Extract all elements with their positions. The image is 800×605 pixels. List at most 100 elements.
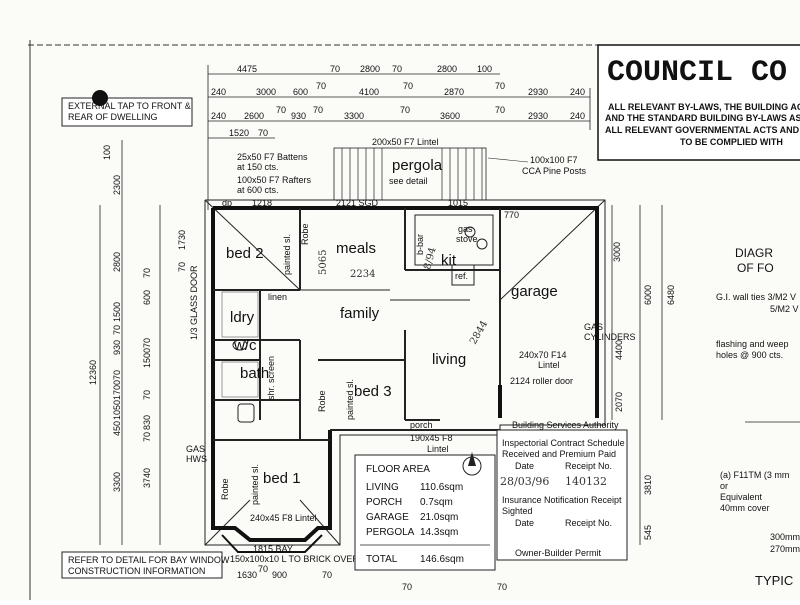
left-dim-label: 70: [142, 268, 152, 278]
top-dim-label: 4475: [237, 64, 257, 74]
f11tm-note-3: Equivalent: [720, 492, 763, 502]
left-dim-label: 600: [142, 290, 152, 305]
mm270-note: 270mm: [770, 544, 800, 554]
top-dim-label: 70: [316, 81, 326, 91]
rafters-note: 100x50 F7 Rafters: [237, 175, 312, 185]
external-tap-note: EXTERNAL TAP TO FRONT &: [68, 101, 191, 111]
detail-title: DIAGR: [735, 246, 773, 260]
schedule-receipt-value: 140132: [565, 475, 607, 488]
left-dim-label: 1730: [177, 230, 187, 250]
fridge-space: [451, 264, 475, 286]
pergola: pergola see detail: [333, 147, 487, 201]
flashing-note: flashing and weep: [716, 339, 789, 349]
right-dim-label: 6000: [643, 285, 653, 305]
robe-label: Robe: [220, 478, 230, 500]
right-dim-label: 4400: [614, 340, 624, 360]
room-label-garage: garage: [511, 283, 558, 300]
breakfast-bar-label: b-bar: [415, 234, 425, 255]
left-dim-label: 3740: [142, 468, 152, 488]
wall-ties-note-2: 5/M2 V: [770, 304, 799, 314]
posts-note: 100x100 F7: [530, 155, 578, 165]
porch-lintel-word: Lintel: [427, 444, 449, 454]
left-dim-label: 2800: [112, 252, 122, 272]
room-label-meals: meals: [336, 240, 376, 257]
floor-area-row-label: PERGOLA: [366, 527, 415, 538]
external-tap-note-box: [61, 97, 193, 127]
room-label-wc: w/c: [233, 337, 257, 354]
left-dim-label: 70: [142, 338, 152, 348]
council-stamp-line-4: TO BE COMPLIED WITH: [680, 137, 783, 147]
pergola-lintel-note: 200x50 F7 Lintel: [372, 137, 439, 147]
garage-lintel-word: Lintel: [538, 360, 560, 370]
left-dim-label: 70: [142, 432, 152, 442]
schedule-title: Inspectorial Contract Schedule: [502, 438, 625, 448]
garage-lintel-note: 240x70 F14: [519, 350, 567, 360]
bottom-dim-label: 1630: [237, 570, 257, 580]
floor-area-table: [354, 454, 496, 571]
top-dim-label: 70: [400, 105, 410, 115]
window-width-label: 1015: [448, 198, 468, 208]
stove-burner-icon: [464, 226, 476, 238]
f11tm-note: (a) F11TM (3 mm: [720, 470, 789, 480]
left-dim-label: 70: [112, 325, 122, 335]
top-dim-label: 3000: [256, 87, 276, 97]
top-dim-label: 930: [291, 111, 306, 121]
top-dim-label: 240: [211, 87, 226, 97]
top-dim-label: 1520: [229, 128, 249, 138]
handwritten-note: 5065: [318, 250, 329, 275]
bay-window: [221, 534, 323, 553]
right-dim-label: 3810: [643, 475, 653, 495]
external-tap-note-2: REAR OF DWELLING: [68, 112, 158, 122]
gas-cylinders-note-2: CYLINDERS: [584, 332, 636, 342]
top-dim-label: 70: [258, 128, 268, 138]
posts-note-2: CCA Pine Posts: [522, 166, 587, 176]
bottom-dimension-labels: 1630 70 900 70 70 70: [237, 564, 507, 592]
stove-burner-icon: [476, 238, 488, 250]
fridge-label: ref.: [455, 271, 468, 281]
room-label-porch: porch: [410, 420, 433, 430]
room-labels: bed 2 meals kit garage family ldry w/c b…: [220, 223, 558, 505]
exterior-walls: [211, 206, 599, 542]
right-dim-label: 3000: [612, 242, 622, 262]
top-dimensions: [207, 65, 591, 210]
wall-offset-label: 770: [504, 210, 519, 220]
painted-sliding-label: painted sl.: [250, 464, 260, 505]
porch-lintel-note: 190x45 F8: [410, 433, 453, 443]
room-label-bath: bath: [240, 365, 269, 382]
handwritten-note: 2234: [350, 269, 375, 280]
room-label-laundry: ldry: [230, 309, 255, 326]
wall-labels: dp 1218 2121 SGD 1015 770: [222, 198, 519, 220]
north-arrow-icon: [462, 452, 482, 476]
top-dim-label: 2600: [244, 111, 264, 121]
sliding-glass-door-label: 2121 SGD: [336, 198, 379, 208]
pergola-label: pergola: [392, 157, 443, 174]
detail-title-2: OF FO: [737, 261, 774, 275]
top-dim-label: 70: [330, 64, 340, 74]
bottom-dim-label: 70: [258, 564, 268, 574]
window-width-label: 1218: [252, 198, 272, 208]
bed1-lintel-note: 240x45 F8 Lintel: [250, 513, 317, 523]
roof-outline: [204, 199, 606, 546]
top-dim-label: 70: [403, 81, 413, 91]
floor-area-row-value: 0.7sqm: [420, 497, 453, 508]
authority-label: Building Services Authority: [512, 420, 619, 430]
top-dim-label: 70: [495, 105, 505, 115]
right-dimensions: [611, 205, 663, 545]
left-dim-label: 450: [112, 421, 122, 436]
robe-label: Robe: [300, 223, 310, 245]
gas-hws-note: GAS: [186, 444, 205, 454]
rafters-note-2: at 600 cts.: [237, 185, 279, 195]
room-label-bed-2: bed 2: [226, 245, 264, 262]
mm300-note: 300mm: [770, 532, 800, 542]
see-detail-label: see detail: [389, 176, 428, 186]
council-stamp-line-1: ALL RELEVANT BY-LAWS, THE BUILDING ACT 1…: [608, 102, 800, 112]
top-dim-label: 3600: [440, 111, 460, 121]
handwritten-note: 2844: [468, 319, 490, 347]
top-dim-label: 100: [477, 64, 492, 74]
left-dim-label: 2300: [112, 175, 122, 195]
top-dim-label: 70: [313, 105, 323, 115]
owner-builder-label: Owner-Builder Permit: [515, 548, 602, 558]
floor-area-row-label: PORCH: [366, 497, 402, 508]
